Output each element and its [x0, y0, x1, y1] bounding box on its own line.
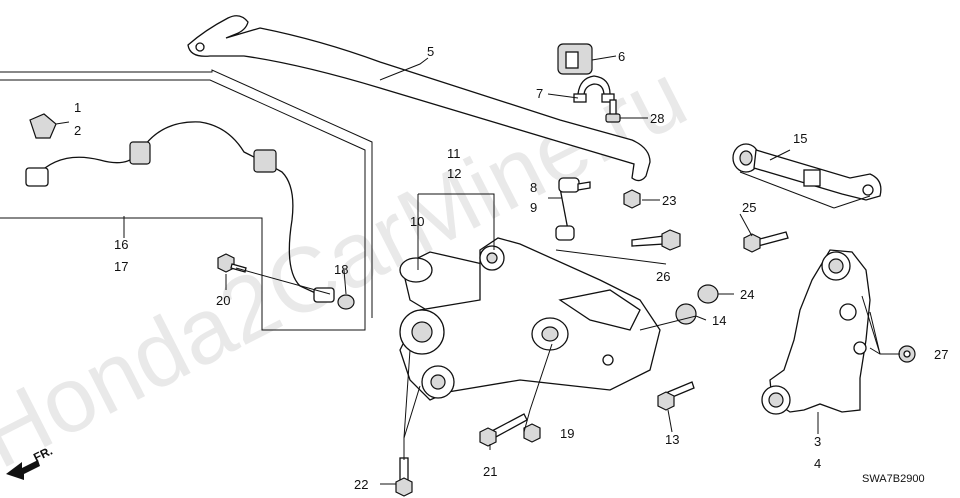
bushing-14 [675, 303, 697, 325]
callout-26: 26 [656, 269, 670, 284]
callout-24: 24 [740, 287, 754, 302]
callout-8: 8 [530, 180, 537, 195]
callout-12: 12 [447, 166, 461, 181]
callout-13: 13 [665, 432, 679, 447]
callout-10: 10 [410, 214, 424, 229]
callout-3: 3 [814, 434, 821, 449]
callout-6: 6 [618, 49, 625, 64]
flange-bolt-22 [395, 457, 413, 497]
flange-bolt-25 [743, 231, 789, 253]
callout-21: 21 [483, 464, 497, 479]
callout-20: 20 [216, 293, 230, 308]
adjusting-bolt-26 [631, 229, 681, 251]
upper-arm-15 [732, 143, 882, 201]
washer-27 [898, 345, 916, 363]
callout-7: 7 [536, 86, 543, 101]
callout-4: 4 [814, 456, 821, 471]
callout-25: 25 [742, 200, 756, 215]
flange-bolt-28 [605, 99, 621, 123]
abs-sensor-harness-16-17 [25, 121, 335, 303]
callout-28: 28 [650, 111, 664, 126]
self-locking-nut-19 [523, 423, 541, 443]
bolt-20 [217, 253, 247, 273]
bushing-holder-7 [573, 75, 615, 103]
lower-arm-assembly-10-12 [399, 237, 661, 401]
stabilizer-bar [187, 15, 651, 182]
diagram-code: SWA7B2900 [862, 473, 925, 485]
bushing-24 [697, 284, 719, 304]
grommet-18 [337, 294, 355, 310]
callout-18: 18 [334, 262, 348, 277]
callout-19: 19 [560, 426, 574, 441]
self-locking-nut-23 [623, 189, 641, 209]
callout-5: 5 [427, 44, 434, 59]
callout-15: 15 [793, 131, 807, 146]
callout-23: 23 [662, 193, 676, 208]
leader-lines [55, 55, 900, 485]
flange-bolt-13 [657, 381, 695, 411]
sensor-group-box [0, 69, 373, 331]
watermark-text: Honda2CarMine.ru [0, 44, 702, 488]
callout-11: 11 [447, 146, 461, 161]
knuckle-3-4 [761, 249, 871, 415]
callout-22: 22 [354, 477, 368, 492]
clip-1-2 [29, 113, 57, 139]
callout-27: 27 [934, 347, 948, 362]
callout-9: 9 [530, 200, 537, 215]
callout-14: 14 [712, 313, 726, 328]
callout-2: 2 [74, 123, 81, 138]
callout-labels: 1 2 3 4 5 6 7 8 9 10 11 12 13 14 15 16 1… [74, 44, 948, 492]
stabilizer-link-8-9 [555, 177, 591, 241]
callout-1: 1 [74, 100, 81, 115]
flange-bolt-21 [479, 413, 528, 447]
callout-16: 16 [114, 237, 128, 252]
stabilizer-bushing-6 [557, 43, 593, 75]
callout-17: 17 [114, 259, 128, 274]
